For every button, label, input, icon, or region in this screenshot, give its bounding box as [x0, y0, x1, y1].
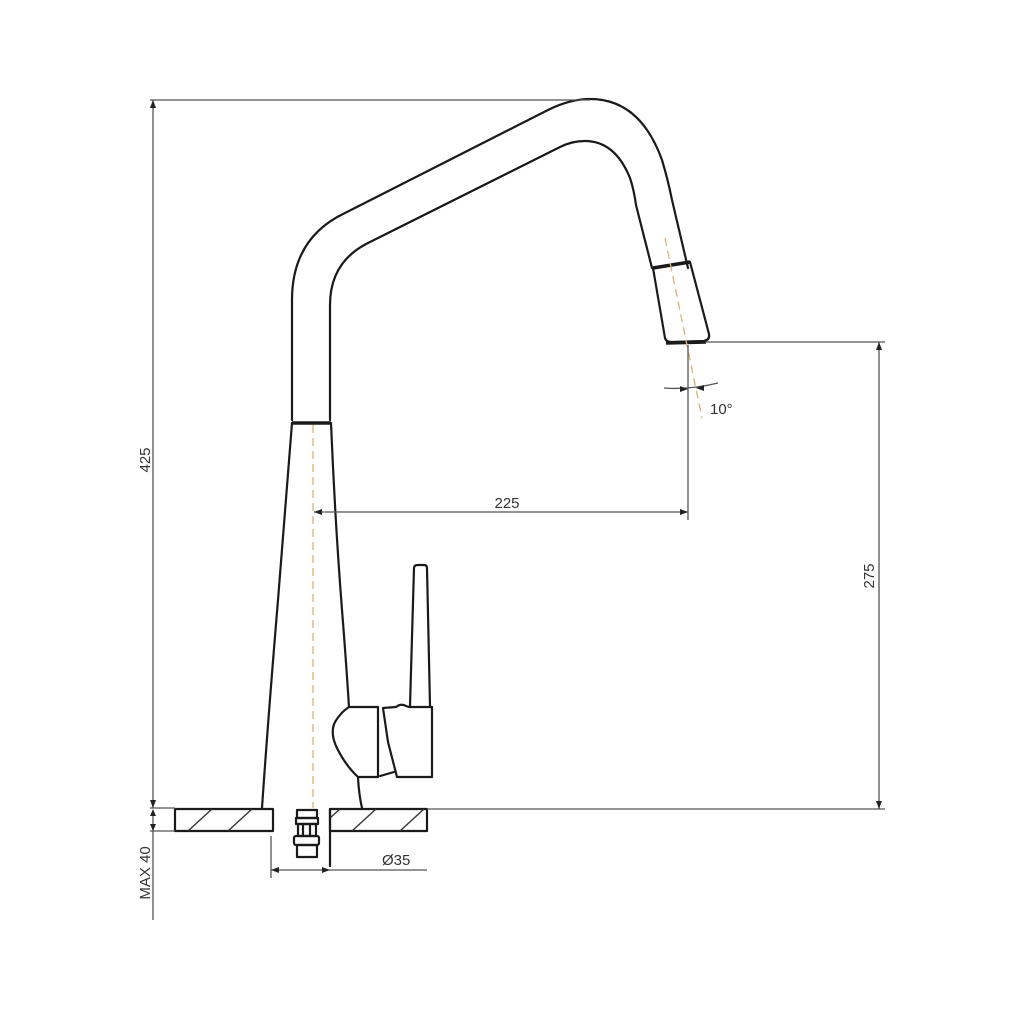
lever-handle [331, 563, 434, 779]
mounting-shank [292, 808, 321, 859]
dimension-label-hole-diameter: Ø35 [382, 852, 410, 869]
spray-centerline [664, 237, 703, 419]
spout-outer-contour [290, 97, 690, 422]
dimension-total-height: 425 [137, 99, 590, 809]
cartridge-front [331, 705, 380, 779]
spout-inner-contour [328, 139, 654, 422]
dimension-hole-diameter: Ø35 [270, 836, 427, 878]
dimension-spout-reach: 225 [314, 345, 689, 520]
dimension-spray-angle: 10° [663, 382, 733, 418]
handle-gap-line [378, 770, 396, 778]
handle-body [381, 703, 434, 779]
countertop-left [173, 807, 275, 833]
body-right-edge [329, 421, 351, 709]
body-lower-right [356, 776, 364, 810]
dimension-spout-clearance: 275 [427, 341, 885, 810]
dimension-label-spray-angle: 10° [710, 401, 733, 418]
dimension-label-spout-clearance: 275 [861, 563, 878, 588]
dimension-max-deck: MAX 40 [137, 809, 175, 920]
dimension-label-total-height: 425 [137, 447, 154, 472]
spray-head-band [652, 260, 691, 270]
dimension-label-spout-reach: 225 [494, 495, 519, 512]
spout [290, 97, 690, 425]
body-left-edge [260, 421, 294, 810]
countertop-section [173, 807, 429, 868]
spray-head [651, 260, 711, 345]
spray-head-body [651, 260, 711, 344]
faucet-body [260, 421, 364, 810]
handle-lever [408, 563, 432, 708]
dimension-label-max-deck: MAX 40 [137, 846, 154, 899]
